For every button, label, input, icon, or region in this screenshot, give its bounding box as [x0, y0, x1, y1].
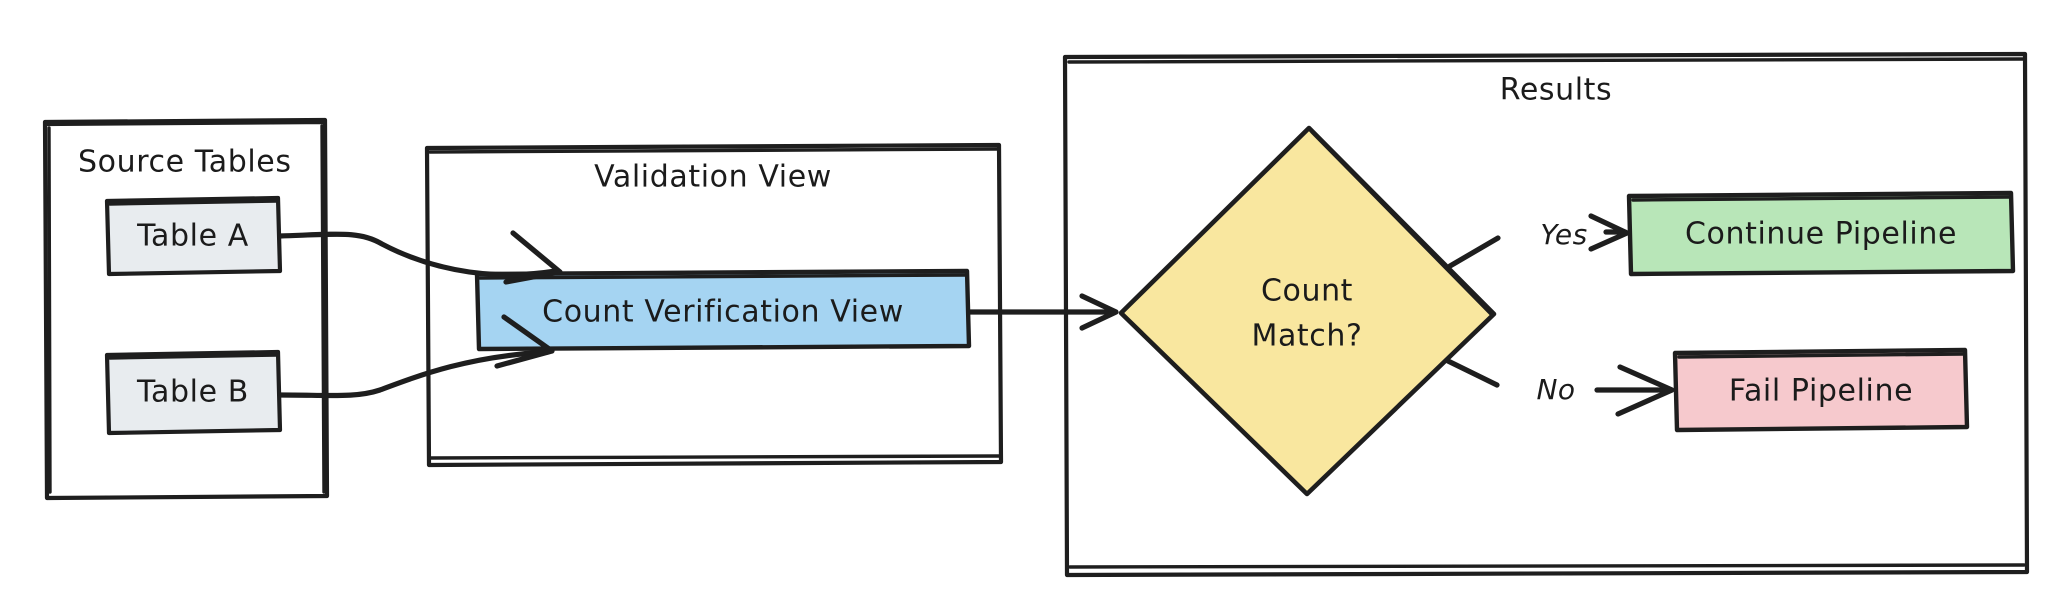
- node-table-b[interactable]: Table B: [104, 349, 283, 436]
- count-verification-view-shape-sketch: [478, 273, 967, 280]
- edge-view-to-decision-arrowhead: [1079, 293, 1119, 331]
- table-a-shape-sketch: [108, 199, 279, 206]
- fail-pipeline-shape-sketch: [1677, 352, 1965, 359]
- count-verification-view-shape: [474, 268, 972, 352]
- results-border-sketch: [1067, 57, 2026, 569]
- edge-table-b-line: [277, 349, 551, 399]
- table-a-shape: [104, 195, 283, 277]
- count-match-label-line1: Count: [1261, 274, 1353, 309]
- node-count-match-decision[interactable]: Count Match?: [1118, 125, 1497, 497]
- source-tables-title: Source Tables: [78, 145, 292, 180]
- table-b-shape: [104, 349, 283, 436]
- continue-pipeline-shape-sketch: [1631, 195, 2011, 202]
- fail-pipeline-label: Fail Pipeline: [1729, 374, 1913, 409]
- edge-decision-yes-line: [1447, 235, 1501, 269]
- validation-view-title: Validation View: [594, 160, 832, 195]
- edge-decision-no[interactable]: No: [1445, 358, 1675, 417]
- node-fail-pipeline[interactable]: Fail Pipeline: [1672, 347, 1970, 433]
- source-tables-border-sketch: [47, 124, 326, 494]
- validation-view-border-sketch: [428, 147, 1001, 460]
- edge-decision-yes[interactable]: Yes: [1447, 213, 1630, 269]
- count-match-diamond-shape: [1118, 125, 1497, 497]
- group-source-tables[interactable]: Source Tables: [42, 117, 330, 501]
- table-b-label: Table B: [136, 375, 249, 410]
- node-continue-pipeline[interactable]: Continue Pipeline: [1626, 190, 2016, 277]
- table-a-label: Table A: [136, 219, 249, 254]
- count-match-label-line2: Match?: [1251, 319, 1362, 354]
- edge-table-a-to-view[interactable]: [277, 230, 563, 285]
- group-results[interactable]: Results: [1062, 51, 2030, 578]
- source-tables-border: [42, 117, 330, 501]
- edge-decision-no-arrowhead: [1615, 364, 1675, 417]
- edge-table-a-arrowhead: [503, 230, 563, 285]
- edge-table-b-arrowhead: [494, 314, 555, 369]
- edge-decision-yes-arrowhead: [1588, 213, 1630, 252]
- table-b-shape-sketch: [108, 353, 279, 360]
- fail-pipeline-shape: [1672, 347, 1970, 433]
- edge-view-to-decision[interactable]: [966, 293, 1119, 331]
- count-match-diamond-sketch: [1310, 130, 1493, 316]
- edge-table-a-line: [277, 231, 559, 278]
- validation-view-border: [424, 142, 1004, 468]
- results-title: Results: [1500, 73, 1613, 108]
- edge-decision-yes-label: Yes: [1540, 218, 1587, 251]
- results-border: [1062, 51, 2030, 578]
- node-count-verification-view[interactable]: Count Verification View: [474, 268, 972, 352]
- continue-pipeline-label: Continue Pipeline: [1685, 217, 1957, 252]
- continue-pipeline-shape: [1626, 190, 2016, 277]
- edge-decision-no-line: [1445, 358, 1500, 388]
- node-table-a[interactable]: Table A: [104, 195, 283, 277]
- group-validation-view[interactable]: Validation View: [424, 142, 1004, 468]
- edge-table-b-to-view[interactable]: [277, 314, 555, 399]
- edge-decision-no-label: No: [1536, 373, 1575, 406]
- count-verification-view-label: Count Verification View: [542, 295, 904, 330]
